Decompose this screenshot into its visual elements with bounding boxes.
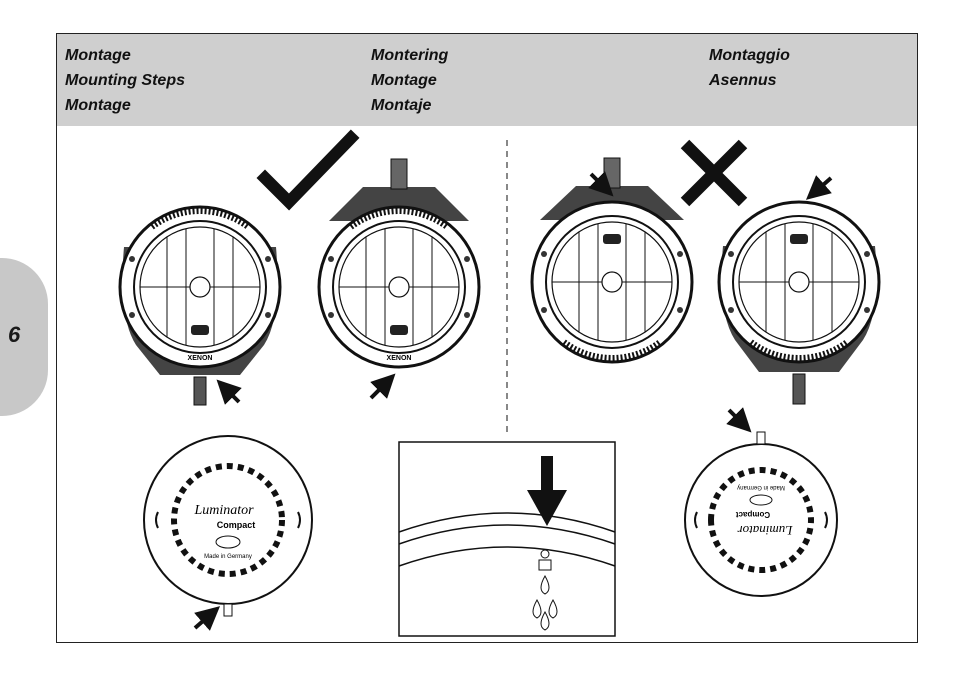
drain-detail-panel	[398, 441, 616, 637]
mounting-illustration: XENON XENON	[118, 129, 881, 637]
down-arrow-icon	[527, 490, 567, 526]
chapter-tab	[0, 258, 48, 416]
check-mark-icon	[256, 129, 360, 211]
heading-de: Montage	[65, 47, 131, 64]
heading-sv: Montering	[371, 47, 449, 64]
language-header: Montage Mounting Steps Montage Montering…	[57, 34, 917, 126]
lamp-correct-1: XENON	[118, 205, 282, 406]
cap-2-model: Compact	[736, 510, 771, 519]
cross-mark-icon	[680, 139, 748, 207]
heading-it: Montaggio	[709, 47, 790, 64]
cap-incorrect: Luminator Compact Made in Germany	[684, 431, 838, 597]
cap-1-made-in: Made in Germany	[204, 554, 252, 560]
lamp-correct-2: XENON	[317, 158, 481, 369]
cap-2-made-in: Made in Germany	[737, 484, 785, 490]
lamp-1-label: XENON	[188, 355, 213, 362]
heading-fr: Montage	[65, 97, 131, 114]
heading-es: Montaje	[371, 97, 432, 114]
water-drop-icon	[540, 574, 550, 595]
cap-1-model: Compact	[217, 520, 256, 530]
page-number: 6	[8, 322, 21, 347]
cap-2-brand: Luminator	[737, 523, 794, 538]
heading-en: Mounting Steps	[65, 72, 185, 89]
pointer-arrows	[193, 171, 833, 631]
cap-1-brand: Luminator	[193, 503, 254, 518]
heading-nl: Montage	[371, 72, 437, 89]
instruction-frame	[56, 33, 918, 643]
header-column-3: Montaggio Asennus	[709, 43, 790, 93]
lamp-incorrect-1	[530, 157, 694, 364]
lamp-incorrect-2	[717, 200, 881, 405]
cap-correct: Luminator Compact Made in Germany	[143, 435, 313, 617]
lamp-2-label: XENON	[387, 355, 412, 362]
header-column-1: Montage Mounting Steps Montage	[65, 43, 185, 118]
heading-fi: Asennus	[709, 72, 777, 89]
header-column-2: Montering Montage Montaje	[371, 43, 448, 118]
